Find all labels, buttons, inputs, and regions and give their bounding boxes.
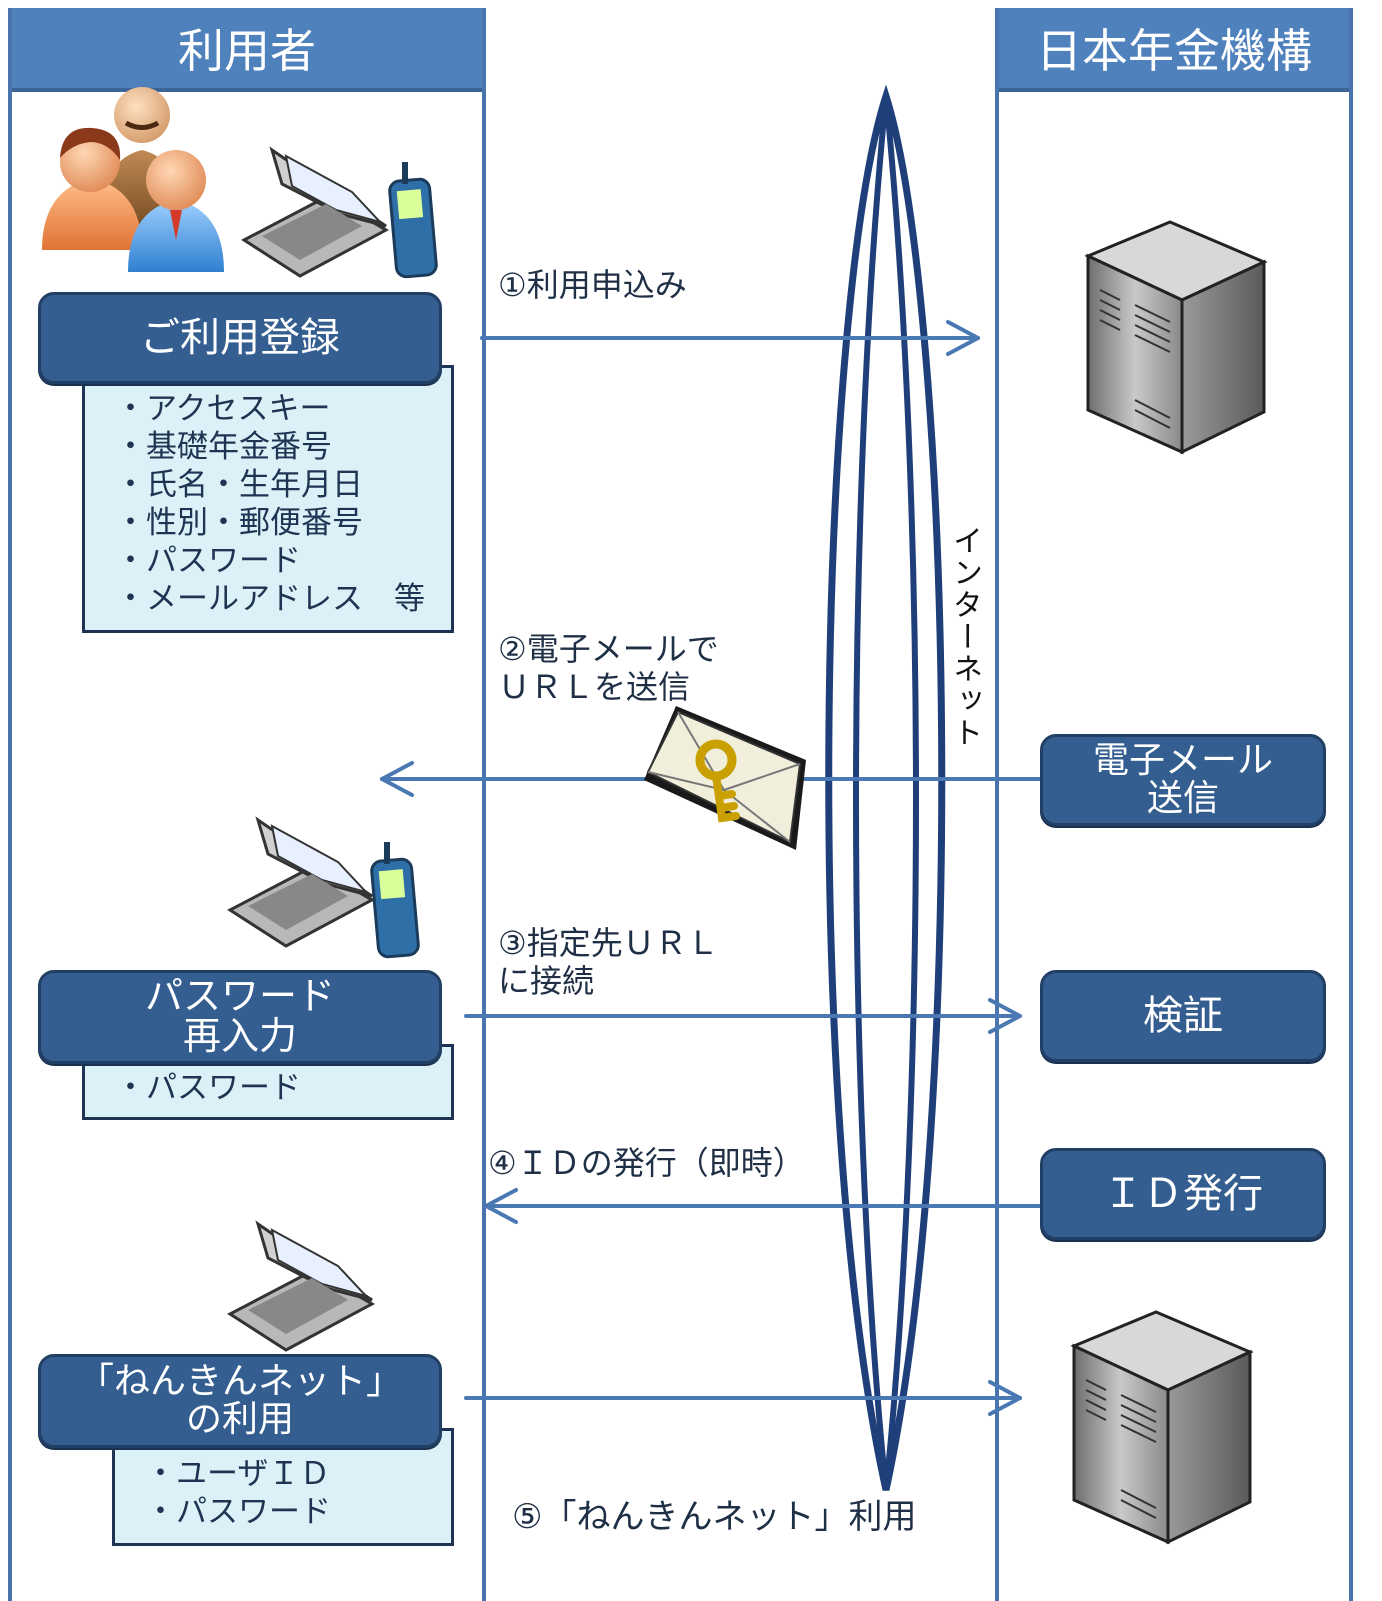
key-envelope-icon: [644, 706, 806, 850]
password-reentry-item: ・パスワード: [115, 1070, 301, 1106]
registration-box: ご利用登録: [38, 292, 442, 384]
step-2-label-line1: ②電子メールで: [498, 630, 719, 668]
password-reentry-title-line1: パスワード: [144, 974, 335, 1019]
mobile-phone-icon: [388, 162, 438, 279]
mobile-phone-icon: [370, 842, 420, 959]
step-5-label: ⑤「ねんきんネット」利用: [512, 1497, 917, 1537]
password-reentry-title-line2: 再入力: [182, 1014, 297, 1058]
password-reentry-box: パスワード 再入力: [38, 970, 442, 1064]
email-send-line2: 送信: [1146, 778, 1219, 819]
nenkin-use-box: 「ねんきんネット」 の利用: [38, 1354, 442, 1448]
id-issue-box: ＩＤ発行: [1040, 1148, 1326, 1240]
registration-item: ・アクセスキー: [115, 391, 331, 427]
pension-lane-header: 日本年金機構: [999, 8, 1349, 92]
nenkin-use-item: ・パスワード: [145, 1494, 331, 1530]
step-3-label-line1: ③指定先ＵＲＬ: [498, 924, 719, 962]
registration-title: ご利用登録: [140, 315, 340, 361]
verify-label: 検証: [1143, 993, 1223, 1039]
laptop-icon: [227, 816, 376, 948]
people-icon: [42, 87, 224, 272]
user-lane-title: 利用者: [178, 24, 316, 78]
step-3-label-line2: に接続: [498, 962, 595, 1000]
email-send-box: 電子メール 送信: [1040, 734, 1326, 826]
nenkin-use-title-line2: の利用: [185, 1399, 294, 1440]
registration-item: ・メールアドレス 等: [115, 581, 425, 617]
user-lane-header: 利用者: [12, 8, 482, 92]
nenkin-use-details: ・ユーザＩＤ ・パスワード: [112, 1428, 454, 1546]
nenkin-use-title-line1: 「ねんきんネット」: [77, 1361, 402, 1403]
registration-item: ・基礎年金番号: [115, 429, 332, 465]
email-send-line1: 電子メール: [1092, 740, 1273, 782]
verify-box: 検証: [1040, 970, 1326, 1062]
step-1-label: ①利用申込み: [498, 266, 687, 304]
step-2-label-line2: ＵＲＬを送信: [498, 668, 691, 706]
nenkin-use-item: ・ユーザＩＤ: [145, 1456, 331, 1492]
network-label: インターネット: [947, 525, 982, 749]
registration-item: ・パスワード: [115, 543, 301, 579]
server-icon: [1070, 1310, 1254, 1545]
laptop-icon: [241, 146, 390, 278]
registration-item: ・性別・郵便番号: [115, 505, 363, 541]
network-ring: [825, 84, 946, 1491]
server-icon: [1084, 220, 1268, 455]
laptop-icon: [227, 1220, 376, 1352]
id-issue-label: ＩＤ発行: [1103, 1171, 1263, 1217]
registration-details: ・アクセスキー ・基礎年金番号 ・氏名・生年月日 ・性別・郵便番号 ・パスワード…: [82, 365, 454, 633]
pension-lane-title: 日本年金機構: [1036, 24, 1312, 78]
step-4-label: ④ＩＤの発行（即時）: [488, 1144, 805, 1182]
registration-item: ・氏名・生年月日: [115, 467, 363, 503]
